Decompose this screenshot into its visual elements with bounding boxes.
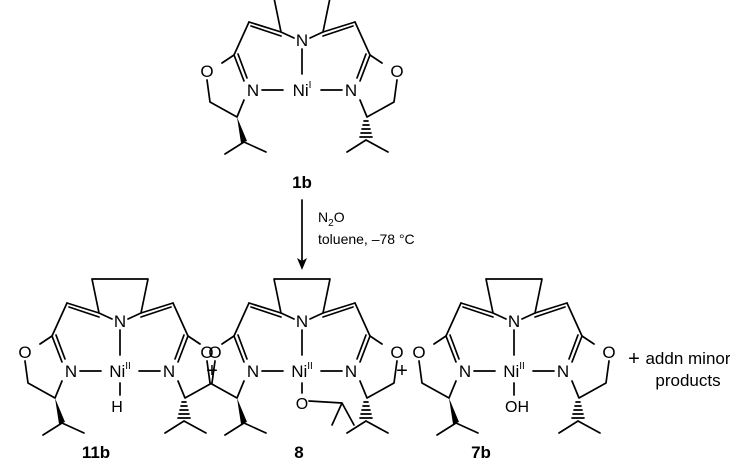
alkoxide-bridge xyxy=(308,400,355,426)
reactant-label: 1b xyxy=(292,173,312,192)
right-nitrogen: N xyxy=(345,81,357,100)
plus-sign: + xyxy=(396,360,408,382)
hydroxide-ligand: OH xyxy=(505,399,529,416)
left-nitrogen: N xyxy=(65,362,77,381)
product-7b-label: 7b xyxy=(471,443,491,462)
product-7b: N N N O O NiII OH xyxy=(412,278,616,436)
metal-center: NiII xyxy=(503,361,525,381)
plus-sign: + xyxy=(628,348,640,370)
left-ring-oxygen: O xyxy=(18,343,31,362)
product-11b-label: 11b xyxy=(82,443,110,462)
metal-center: NiII xyxy=(109,361,131,381)
right-nitrogen: N xyxy=(557,362,569,381)
reagent-text: N2O xyxy=(318,209,345,229)
central-nitrogen: N xyxy=(296,312,308,331)
minor-products-note-line1: addn minor xyxy=(645,349,730,368)
left-ring-oxygen: O xyxy=(412,343,425,362)
right-ring-oxygen: O xyxy=(208,343,221,362)
right-ring-oxygen: O xyxy=(390,62,403,81)
hydride-ligand: H xyxy=(111,399,123,416)
left-nitrogen: N xyxy=(459,362,471,381)
left-ring-oxygen: O xyxy=(200,343,213,362)
central-nitrogen: N xyxy=(114,312,126,331)
product-11b: N N N O O NiII H xyxy=(18,278,222,436)
alkoxide-oxygen: O xyxy=(296,396,308,413)
left-nitrogen: N xyxy=(247,81,259,100)
product-8: N N N O O NiII O xyxy=(200,278,404,436)
left-nitrogen: N xyxy=(247,362,259,381)
left-ring-oxygen: O xyxy=(200,62,213,81)
right-ring-oxygen: O xyxy=(602,343,615,362)
reaction-arrow xyxy=(297,199,307,270)
right-nitrogen: N xyxy=(345,362,357,381)
metal-center: NiI xyxy=(293,80,312,100)
minor-products-note-line2: products xyxy=(655,371,720,390)
plus-sign: + xyxy=(206,360,218,382)
product-8-label: 8 xyxy=(294,443,303,462)
central-nitrogen: N xyxy=(296,31,308,50)
conditions-text: toluene, –78 °C xyxy=(318,231,415,247)
right-nitrogen: N xyxy=(163,362,175,381)
metal-center: NiII xyxy=(291,361,313,381)
reactant-complex: N N N O O NiI xyxy=(200,0,404,155)
central-nitrogen: N xyxy=(508,312,520,331)
right-ring-oxygen: O xyxy=(390,343,403,362)
